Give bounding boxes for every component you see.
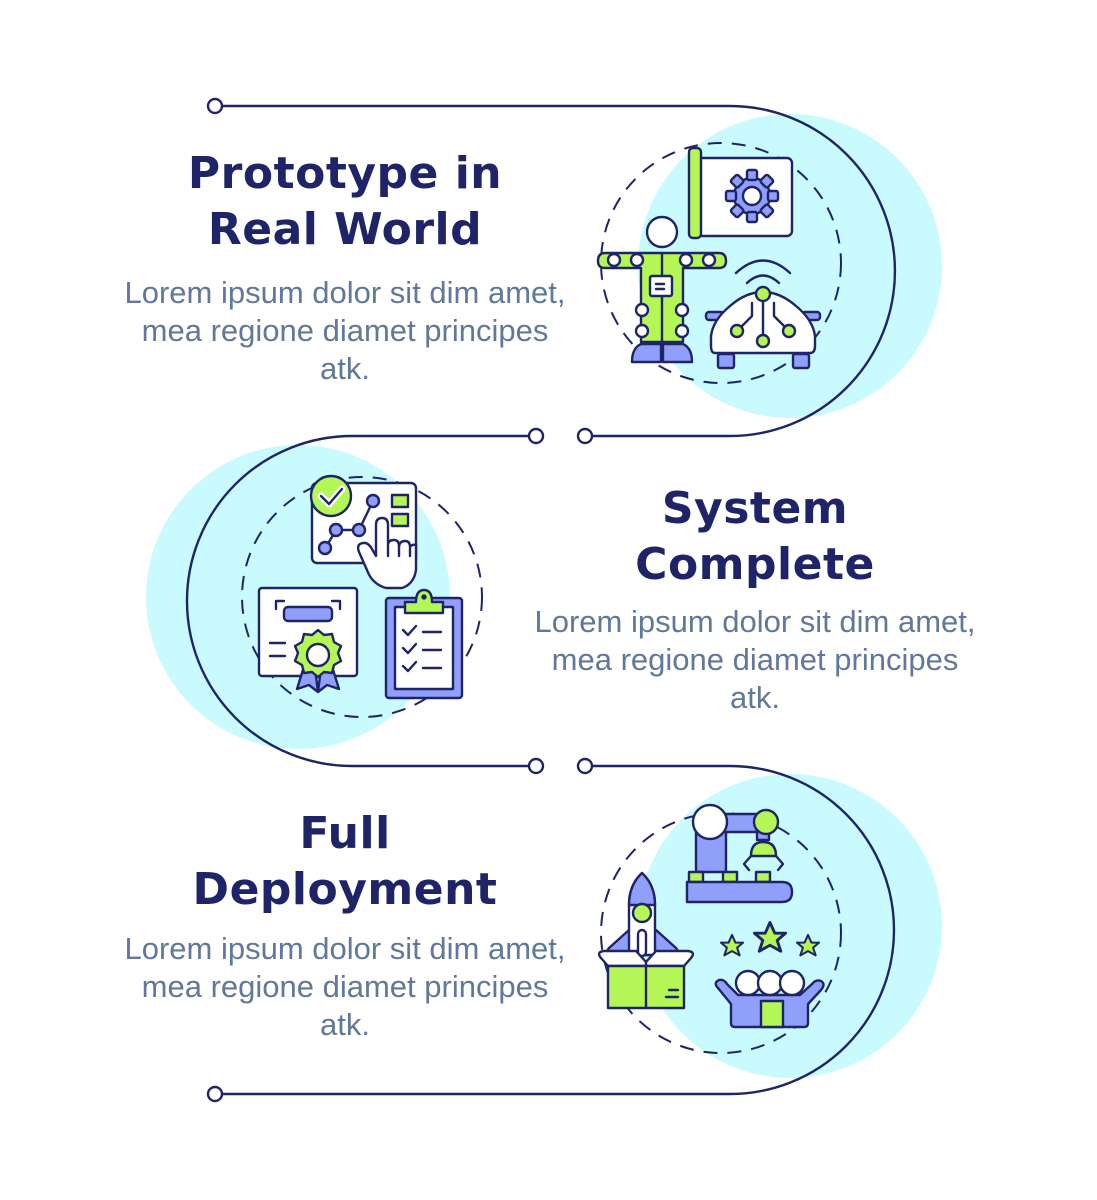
gear-icon xyxy=(724,168,780,224)
motion-capture-suit-and-smart-car-icon xyxy=(596,146,822,370)
step-2-title: System Complete xyxy=(530,481,980,593)
open-box-flaps-icon xyxy=(597,949,695,968)
step-2-title-line: Complete xyxy=(635,539,875,590)
person-head-icon xyxy=(645,215,679,249)
step-1-title-line: Prototype in xyxy=(187,148,503,199)
connector-node xyxy=(576,757,594,775)
person-left-foot-icon xyxy=(630,342,663,364)
step-3-description: Lorem ipsum dolor sit dim amet, mea regi… xyxy=(124,931,566,1042)
car-circuit-nodes xyxy=(729,285,797,349)
step-1-title-line: Real World xyxy=(207,204,483,255)
team-heads-icon xyxy=(734,969,806,997)
connector-line-3 xyxy=(223,764,896,1096)
rating-stars-icon xyxy=(719,920,821,957)
step-1-description: Lorem ipsum dolor sit dim amet, mea regi… xyxy=(124,275,566,386)
connector-node xyxy=(527,757,545,775)
step-3-title: Full Deployment xyxy=(120,806,570,918)
step-2-description: Lorem ipsum dolor sit dim amet, mea regi… xyxy=(534,604,976,715)
clipboard-clip-icon xyxy=(403,588,445,615)
check-badge-icon xyxy=(309,474,353,518)
car-left-wheel-icon xyxy=(716,352,736,370)
car-right-wheel-icon xyxy=(791,352,811,370)
robot-arm-joint-icon xyxy=(691,803,729,841)
step-1-title: Prototype in Real World xyxy=(120,146,570,258)
connector-node xyxy=(576,427,594,445)
rocket-box-robot-arm-and-team-rating-icon xyxy=(597,803,825,1029)
step-3-title-line: Full xyxy=(299,808,391,859)
certificate-checklist-and-touch-dashboard-icon xyxy=(257,474,464,700)
chart-nodes xyxy=(317,493,381,556)
award-seal-icon xyxy=(293,628,343,679)
person-right-foot-icon xyxy=(661,342,694,364)
step-3-background-circle xyxy=(638,774,942,1078)
wireless-signal-icon xyxy=(734,259,792,285)
connector-line-1 xyxy=(223,104,897,438)
blueprint-roll-icon xyxy=(687,146,703,240)
step-2-dashed-ring xyxy=(241,476,483,718)
rocket-window-icon xyxy=(631,902,653,924)
connector-line-2 xyxy=(185,434,529,768)
connector-node-end xyxy=(206,1085,224,1103)
step-2-title-line: System xyxy=(661,483,849,534)
robot-gripper-icon xyxy=(749,840,778,858)
connector-node xyxy=(527,427,545,445)
mocap-markers xyxy=(606,252,717,339)
connector-node-start xyxy=(206,97,224,115)
suit-badge-icon xyxy=(648,274,674,298)
step-3-title-line: Deployment xyxy=(192,864,498,915)
checklist-items xyxy=(401,624,443,673)
step-1-dashed-ring xyxy=(600,142,842,384)
conveyor-belt-icon xyxy=(685,880,794,904)
